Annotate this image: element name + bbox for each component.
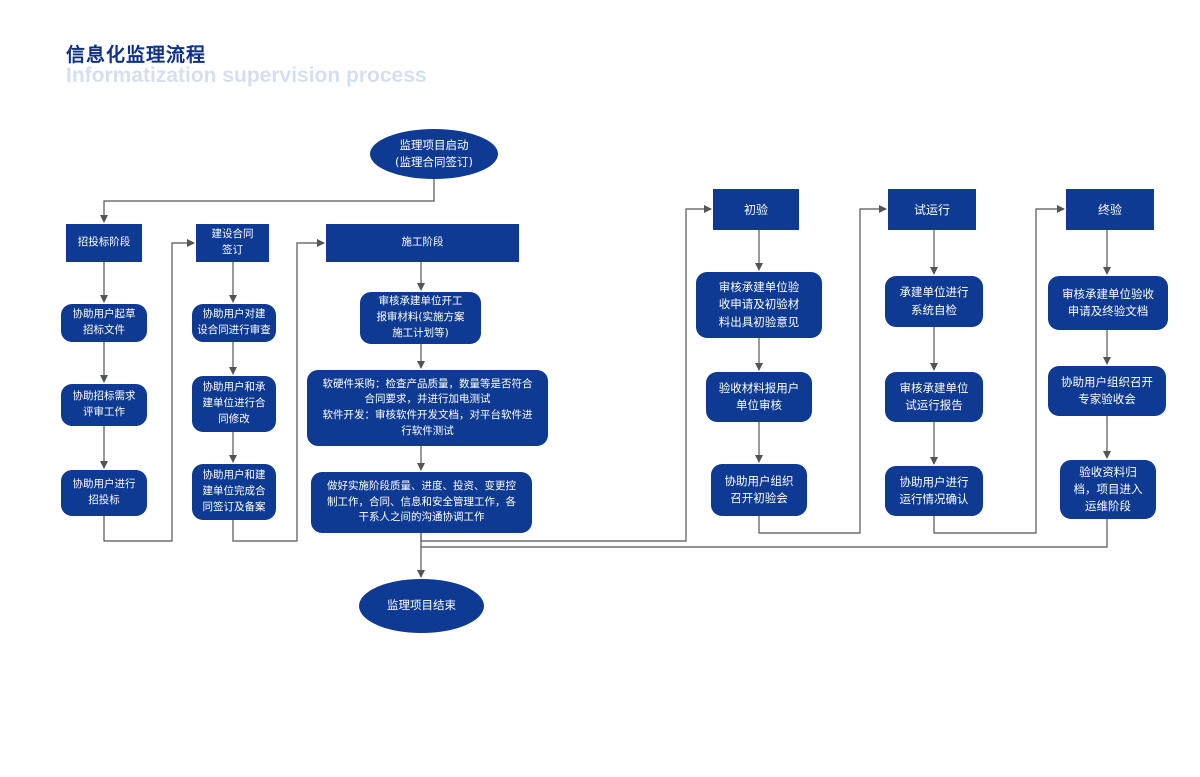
start-node: 监理项目启动 (监理合同签订) bbox=[370, 129, 498, 179]
bidding-step-2: 协助招标需求 评审工作 bbox=[61, 384, 147, 426]
contract-step-1: 协助用户对建 设合同进行审查 bbox=[192, 304, 276, 342]
page-title: 信息化监理流程 bbox=[66, 44, 207, 66]
final-acceptance-header: 终验 bbox=[1066, 189, 1154, 230]
end-node: 监理项目结束 bbox=[359, 579, 484, 633]
construction-step-1: 审核承建单位开工 报审材料(实施方案 施工计划等) bbox=[360, 292, 481, 344]
connector-contract-to-construction bbox=[232, 239, 325, 542]
trial-step-1: 承建单位进行 系统自检 bbox=[885, 276, 983, 327]
connector-bidding-to-contract bbox=[103, 239, 195, 542]
connector-final-to-end bbox=[421, 519, 1108, 548]
connector-start-to-bidding bbox=[100, 178, 435, 223]
bidding-stage-header: 招投标阶段 bbox=[66, 224, 142, 262]
connector-initial-to-trial bbox=[758, 205, 887, 534]
construction-stage-header: 施工阶段 bbox=[326, 224, 519, 262]
final-step-2: 协助用户组织召开 专家验收会 bbox=[1048, 366, 1166, 416]
initial-step-1: 审核承建单位验 收申请及初验材 料出具初验意见 bbox=[696, 272, 822, 338]
initial-acceptance-header: 初验 bbox=[713, 189, 799, 230]
bidding-step-1: 协助用户起草 招标文件 bbox=[61, 304, 147, 342]
contract-step-2: 协助用户和承 建单位进行合 同修改 bbox=[192, 376, 276, 432]
initial-step-3: 协助用户组织 召开初验会 bbox=[711, 464, 807, 516]
connector-trial-to-final bbox=[933, 205, 1065, 534]
contract-stage-header: 建设合同 签订 bbox=[196, 224, 269, 262]
initial-step-2: 验收材料报用户 单位审核 bbox=[706, 372, 812, 422]
page-subtitle: Informatization supervision process bbox=[66, 64, 427, 87]
final-step-3: 验收资料归 档，项目进入 运维阶段 bbox=[1060, 460, 1156, 519]
construction-step-3: 做好实施阶段质量、进度、投资、变更控 制工作，合同、信息和安全管理工作，各 干系… bbox=[311, 472, 532, 533]
construction-step-2: 软硬件采购：检查产品质量，数量等是否符合 合同要求，并进行加电测试 软件开发：审… bbox=[307, 370, 548, 446]
trial-run-header: 试运行 bbox=[888, 189, 976, 230]
bidding-step-3: 协助用户进行 招投标 bbox=[61, 470, 147, 516]
contract-step-3: 协助用户和建 建单位完成合 同签订及备案 bbox=[192, 464, 276, 520]
trial-step-2: 审核承建单位 试运行报告 bbox=[885, 372, 983, 422]
final-step-1: 审核承建单位验收 申请及终验文档 bbox=[1048, 276, 1168, 330]
trial-step-3: 协助用户进行 运行情况确认 bbox=[885, 466, 983, 516]
